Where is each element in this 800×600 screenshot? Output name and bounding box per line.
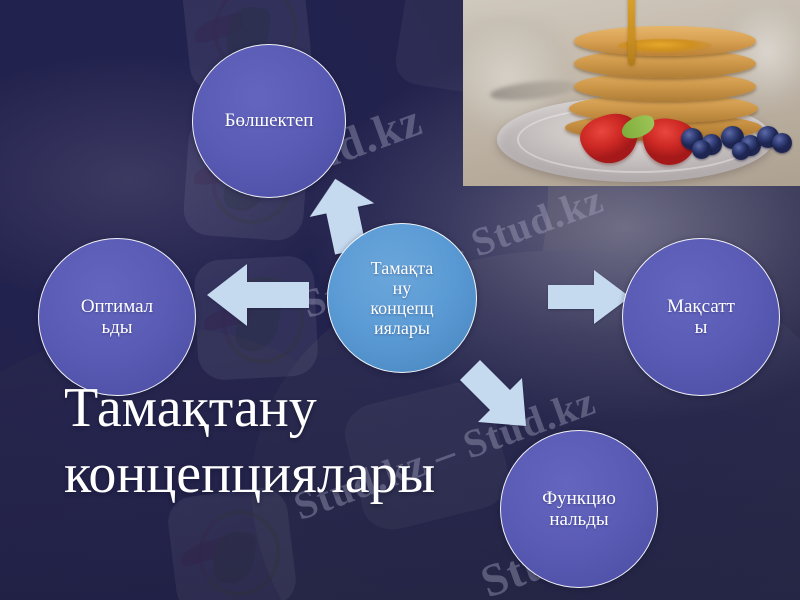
diagram-node-right-line-1: Мақсатт (667, 295, 735, 317)
diagram-node-left-line-2: ьды (101, 317, 133, 338)
diagram-node-center-line-2: ну (392, 277, 412, 298)
diagram-node-right[interactable]: Мақсатт ы (622, 238, 780, 396)
diagram-node-center-line-4: иялары (374, 318, 430, 339)
diagram-node-top-line-1: Бөлшектеп (224, 110, 314, 132)
diagram-node-left[interactable]: Оптимал ьды (38, 238, 196, 396)
diagram-node-center[interactable]: Тамақта ну концепц иялары (327, 223, 477, 373)
diagram-node-bottom[interactable]: Функцио нальды (500, 430, 658, 588)
diagram-node-bottom-line-2: нальды (549, 509, 609, 530)
slide-title: Тамақтану концепциялары (64, 377, 436, 506)
diagram-node-center-line-1: Тамақта (370, 257, 434, 278)
diagram-node-bottom-line-1: Функцио (542, 487, 616, 509)
diagram-node-left-line-1: Оптимал (80, 295, 154, 317)
diagram-node-center-line-3: концепц (370, 298, 434, 318)
pancake-photo (463, 0, 800, 186)
diagram-node-top[interactable]: Бөлшектеп (192, 44, 346, 198)
diagram-node-right-line-2: ы (694, 317, 708, 338)
